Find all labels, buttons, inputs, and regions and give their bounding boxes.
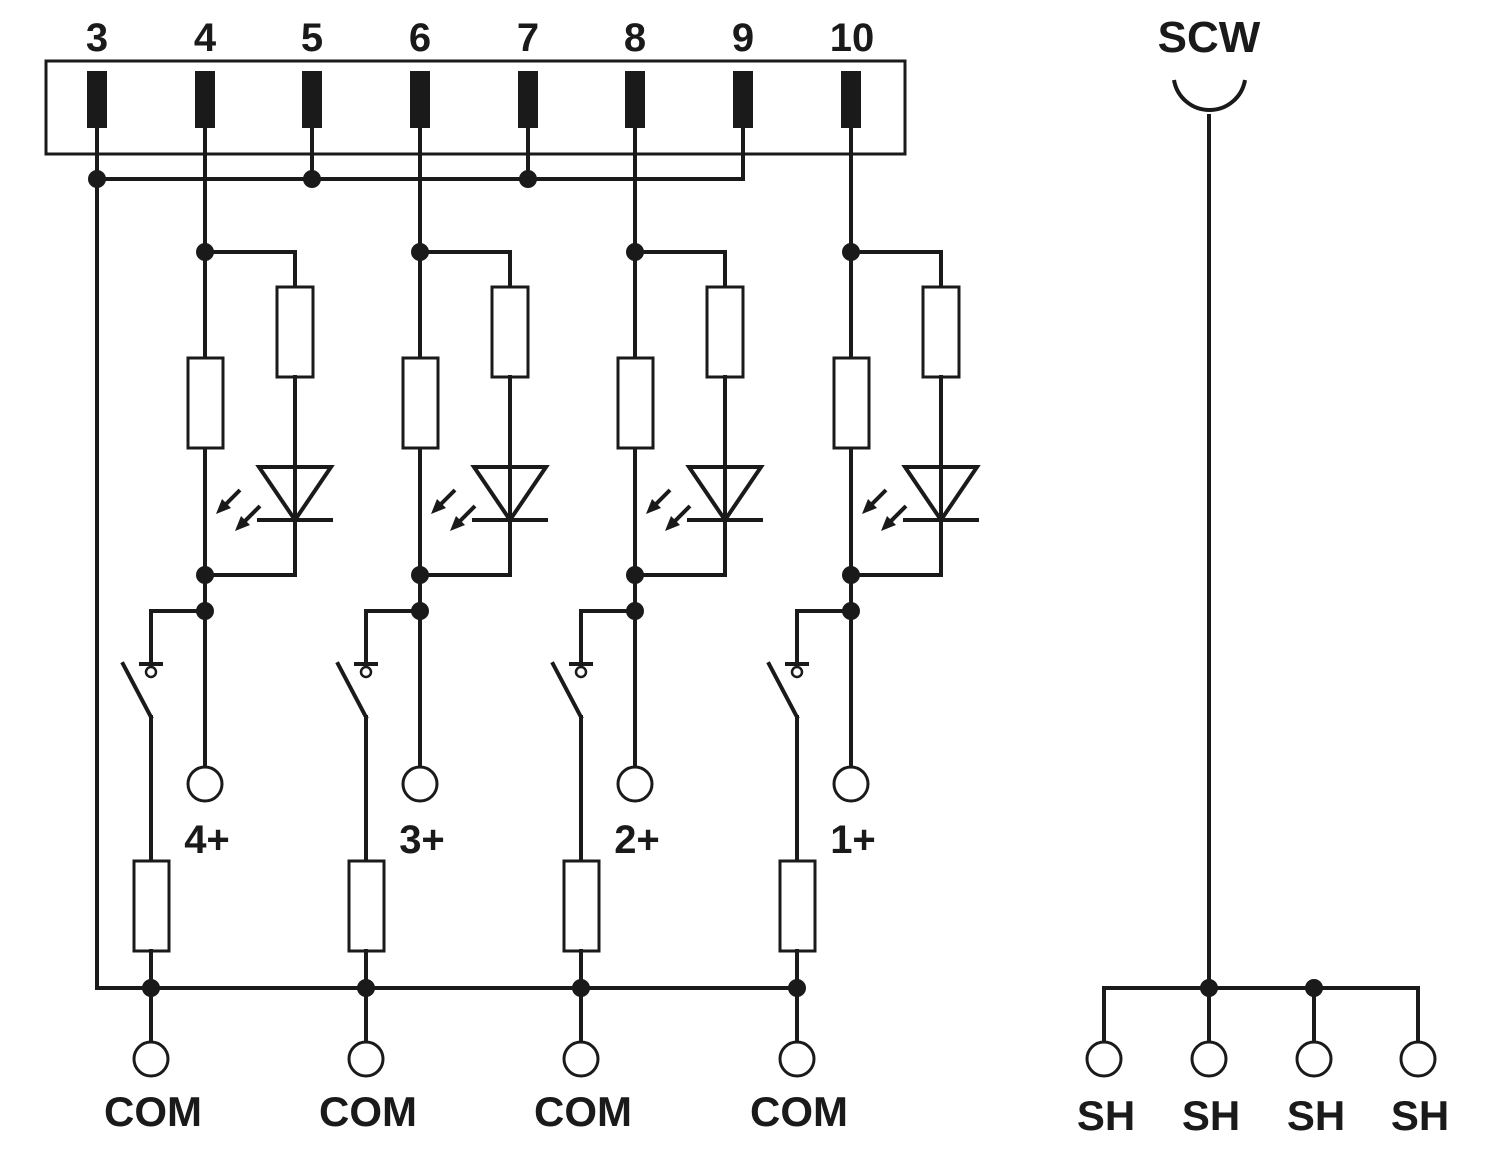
shield-socket-icon <box>1172 79 1247 112</box>
junction-dot <box>411 602 429 620</box>
fuse-icon <box>616 356 655 450</box>
fuse-icon <box>832 356 871 450</box>
shield-label: SH <box>1077 1092 1135 1139</box>
channel-3: 3+ COM <box>319 126 550 1135</box>
pin-label: 10 <box>830 16 875 60</box>
led-icon <box>216 465 335 531</box>
resistor-icon <box>275 285 315 379</box>
common-label: COM <box>319 1088 417 1135</box>
shield-terminal-icon <box>1295 1040 1333 1078</box>
switch-icon <box>335 661 378 720</box>
junction-dot <box>519 170 537 188</box>
pin-labels: 3 4 5 6 7 8 9 10 <box>86 16 874 60</box>
channel-label: 3+ <box>399 818 445 862</box>
scw-label: SCW <box>1158 13 1261 62</box>
resistor-icon <box>132 859 171 953</box>
junction-dot <box>842 566 860 584</box>
pin-contact <box>625 71 645 128</box>
terminal-icon <box>832 765 870 803</box>
connector-pins <box>87 71 861 128</box>
pin-label: 3 <box>86 16 108 60</box>
resistor-icon <box>778 859 817 953</box>
channel-1: 1+ COM <box>750 126 981 1135</box>
connector-header: 3 4 5 6 7 8 9 10 <box>44 16 907 156</box>
switch-icon <box>120 661 163 720</box>
junction-dot <box>196 566 214 584</box>
terminal-icon <box>778 1040 816 1078</box>
junction-dot <box>357 979 375 997</box>
resistor-icon <box>347 859 386 953</box>
pin-label: 6 <box>409 16 431 60</box>
resistor-icon <box>562 859 601 953</box>
junction-dot <box>626 602 644 620</box>
junction-dot <box>196 602 214 620</box>
junction-dot <box>411 566 429 584</box>
shield-label: SH <box>1287 1092 1345 1139</box>
terminal-icon <box>401 765 439 803</box>
pin-label: 9 <box>732 16 754 60</box>
junction-dot <box>303 170 321 188</box>
channel-label: 4+ <box>184 818 230 862</box>
common-label: COM <box>104 1088 202 1135</box>
junction-dot <box>842 602 860 620</box>
resistor-icon <box>921 285 961 379</box>
channel-label: 2+ <box>614 818 660 862</box>
led-icon <box>646 465 765 531</box>
junction-dot <box>142 979 160 997</box>
led-icon <box>431 465 550 531</box>
shield-terminal-icon <box>1399 1040 1437 1078</box>
terminal-icon <box>347 1040 385 1078</box>
pin-label: 4 <box>194 16 217 60</box>
junction-dot <box>572 979 590 997</box>
junction-dot <box>411 243 429 261</box>
junction-dot <box>196 243 214 261</box>
junction-dot <box>842 243 860 261</box>
shield-label: SH <box>1182 1092 1240 1139</box>
led-icon <box>862 465 981 531</box>
connector-housing <box>44 59 907 156</box>
channel-label: 1+ <box>830 818 876 862</box>
pin-contact <box>518 71 538 128</box>
pin-contact <box>410 71 430 128</box>
terminal-icon <box>132 1040 170 1078</box>
shield-label: SH <box>1391 1092 1449 1139</box>
junction-dot <box>1305 979 1323 997</box>
channel-2: 2+ COM <box>534 126 765 1135</box>
shield-terminal-icon <box>1190 1040 1228 1078</box>
terminal-icon <box>562 1040 600 1078</box>
pin-contact <box>733 71 753 128</box>
pin-contact <box>841 71 861 128</box>
pin-contact <box>302 71 322 128</box>
common-label: COM <box>534 1088 632 1135</box>
common-label: COM <box>750 1088 848 1135</box>
resistor-icon <box>705 285 745 379</box>
junction-dot <box>788 979 806 997</box>
pin-contact <box>195 71 215 128</box>
shield-section: SCW SH SH SH SH <box>1077 13 1449 1139</box>
junction-dot <box>88 170 106 188</box>
junction-dot <box>626 566 644 584</box>
fuse-icon <box>186 356 225 450</box>
fuse-icon <box>401 356 440 450</box>
switch-icon <box>550 661 593 720</box>
junction-dot <box>626 243 644 261</box>
terminal-icon <box>616 765 654 803</box>
pin-label: 7 <box>517 16 539 60</box>
terminal-icon <box>186 765 224 803</box>
shield-terminal-icon <box>1085 1040 1123 1078</box>
pin-contact <box>87 71 107 128</box>
pin-label: 8 <box>624 16 646 60</box>
channel-4: 4+ COM <box>104 126 335 1135</box>
pin-label: 5 <box>301 16 323 60</box>
junction-dot <box>1200 979 1218 997</box>
switch-icon <box>766 661 809 720</box>
resistor-icon <box>490 285 530 379</box>
